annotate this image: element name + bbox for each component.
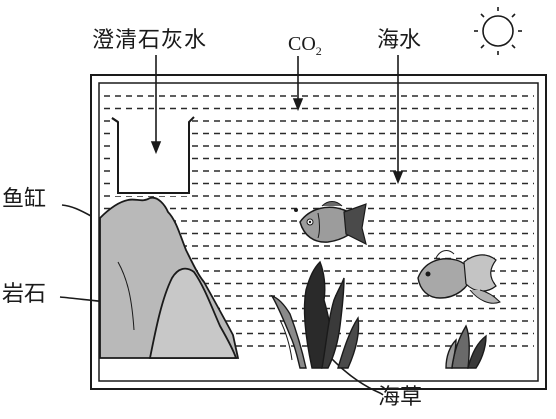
sun-icon — [474, 7, 522, 55]
co2-label: CO2 — [288, 34, 322, 57]
co2-subscript: 2 — [315, 44, 322, 58]
limewater-label: 澄清石灰水 — [92, 28, 208, 53]
seawater-label: 海水 — [377, 28, 422, 53]
seaweed-icon — [270, 260, 487, 369]
label-pointers — [59, 55, 404, 394]
co2-main-text: CO — [288, 33, 316, 55]
rock-icon — [99, 196, 240, 359]
beaker-icon — [111, 116, 195, 196]
fish-tank-label: 鱼缸 — [2, 187, 47, 212]
fish-tank — [90, 74, 547, 390]
rock-label: 岩石 — [2, 282, 47, 307]
fish-icon — [294, 201, 367, 246]
goldfish-icon — [417, 250, 501, 304]
seaweed-label: 海草 — [378, 385, 423, 410]
